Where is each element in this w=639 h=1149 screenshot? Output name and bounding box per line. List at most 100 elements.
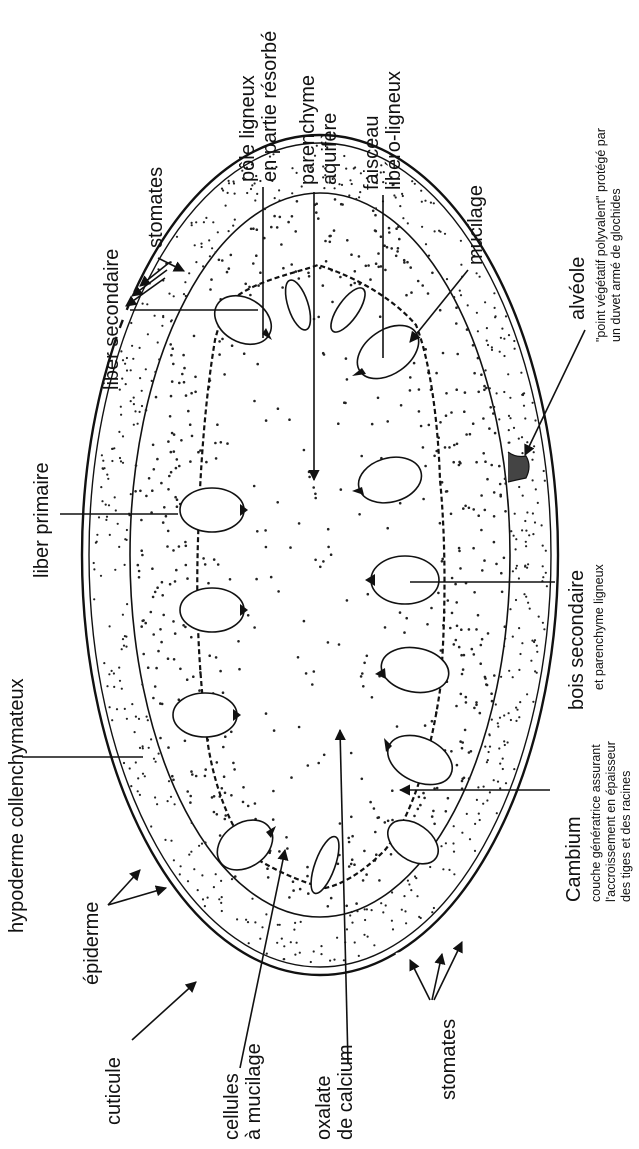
stipple-dot xyxy=(145,409,148,412)
stipple-dot xyxy=(477,330,479,332)
stipple-dot xyxy=(156,803,158,805)
stipple-dot xyxy=(421,226,423,228)
stipple-dot xyxy=(256,193,258,195)
stipple-dot xyxy=(361,778,364,781)
stipple-dot xyxy=(139,747,141,749)
stipple-dot xyxy=(503,714,505,716)
stipple-dot xyxy=(194,391,197,394)
stipple-dot xyxy=(518,486,520,488)
stipple-dot xyxy=(418,916,420,918)
stipple-dot xyxy=(463,410,466,413)
stipple-dot xyxy=(484,301,486,303)
stipple-dot xyxy=(518,577,520,579)
stipple-dot xyxy=(350,816,353,819)
stipple-dot xyxy=(333,959,335,961)
stipple-dot xyxy=(503,740,505,742)
stipple-dot xyxy=(348,841,351,844)
stipple-dot xyxy=(391,920,393,922)
stipple-dot xyxy=(505,782,507,784)
stipple-dot xyxy=(433,823,436,826)
stipple-dot xyxy=(185,545,188,548)
stipple-dot xyxy=(312,486,315,489)
stipple-dot xyxy=(526,693,528,695)
stipple-dot xyxy=(522,393,524,395)
stipple-dot xyxy=(191,435,194,438)
stipple-dot xyxy=(472,422,475,425)
stipple-dot xyxy=(245,919,247,921)
stipple-dot xyxy=(475,628,478,631)
stipple-dot xyxy=(465,696,468,699)
stipple-dot xyxy=(345,168,347,170)
stipple-dot xyxy=(479,819,481,821)
stipple-dot xyxy=(453,825,455,827)
stipple-dot xyxy=(427,292,430,295)
stipple-dot xyxy=(518,627,520,629)
stipple-dot xyxy=(350,253,353,256)
stipple-dot xyxy=(109,534,111,536)
stipple-dot xyxy=(458,646,461,649)
label-liber-secondaire: liber secondaire xyxy=(101,249,123,390)
stipple-dot xyxy=(417,280,420,283)
stipple-dot xyxy=(93,568,95,570)
stipple-dot xyxy=(192,675,195,678)
stipple-dot xyxy=(441,558,444,561)
stipple-dot xyxy=(360,675,363,678)
stipple-dot xyxy=(509,608,511,610)
stipple-dot xyxy=(488,427,491,430)
stipple-dot xyxy=(489,387,491,389)
stipple-dot xyxy=(158,358,160,360)
stipple-dot xyxy=(478,813,480,815)
stipple-dot xyxy=(497,726,499,728)
stipple-dot xyxy=(487,759,489,761)
stipple-dot xyxy=(228,182,230,184)
stipple-dot xyxy=(516,565,518,567)
stipple-dot xyxy=(477,614,480,617)
stipple-dot xyxy=(391,819,394,822)
stipple-dot xyxy=(518,716,520,718)
stipple-dot xyxy=(409,376,412,379)
stipple-dot xyxy=(152,444,155,447)
stipple-dot xyxy=(193,868,195,870)
stipple-dot xyxy=(485,387,488,390)
stipple-dot xyxy=(433,202,435,204)
stipple-dot xyxy=(500,676,502,678)
stipple-dot xyxy=(219,670,222,673)
stipple-dot xyxy=(407,222,409,224)
stipple-dot xyxy=(515,720,517,722)
stipple-dot xyxy=(130,400,132,402)
stipple-dot xyxy=(203,221,205,223)
stipple-dot xyxy=(299,952,301,954)
stipple-dot xyxy=(344,402,347,405)
stipple-dot xyxy=(532,701,534,703)
stipple-dot xyxy=(134,731,136,733)
stipple-dot xyxy=(456,353,459,356)
stipple-dot xyxy=(310,961,312,963)
stipple-dot xyxy=(181,373,184,376)
stipple-dot xyxy=(96,534,98,536)
stipple-dot xyxy=(320,953,322,955)
stipple-dot xyxy=(314,493,317,496)
stipple-dot xyxy=(151,380,153,382)
leader-alveole xyxy=(525,330,585,455)
stipple-dot xyxy=(453,296,455,298)
stipple-dot xyxy=(135,464,138,467)
stipple-dot xyxy=(226,271,229,274)
stipple-dot xyxy=(349,914,351,916)
stipple-dot xyxy=(171,380,174,383)
stipple-dot xyxy=(396,250,399,253)
stipple-dot xyxy=(117,523,119,525)
stipple-dot xyxy=(371,696,374,699)
stipple-dot xyxy=(311,683,314,686)
stipple-dot xyxy=(198,689,201,692)
stipple-dot xyxy=(453,873,455,875)
stipple-dot xyxy=(507,373,509,375)
stipple-dot xyxy=(185,295,187,297)
stipple-dot xyxy=(521,436,523,438)
stipple-dot xyxy=(156,458,159,461)
stipple-dot xyxy=(503,645,505,647)
stipple-dot xyxy=(341,203,344,206)
stipple-dot xyxy=(504,638,506,640)
stipple-dot xyxy=(418,388,421,391)
stipple-dot xyxy=(187,880,189,882)
label-parenchyme-1: parenchyme xyxy=(297,75,319,185)
